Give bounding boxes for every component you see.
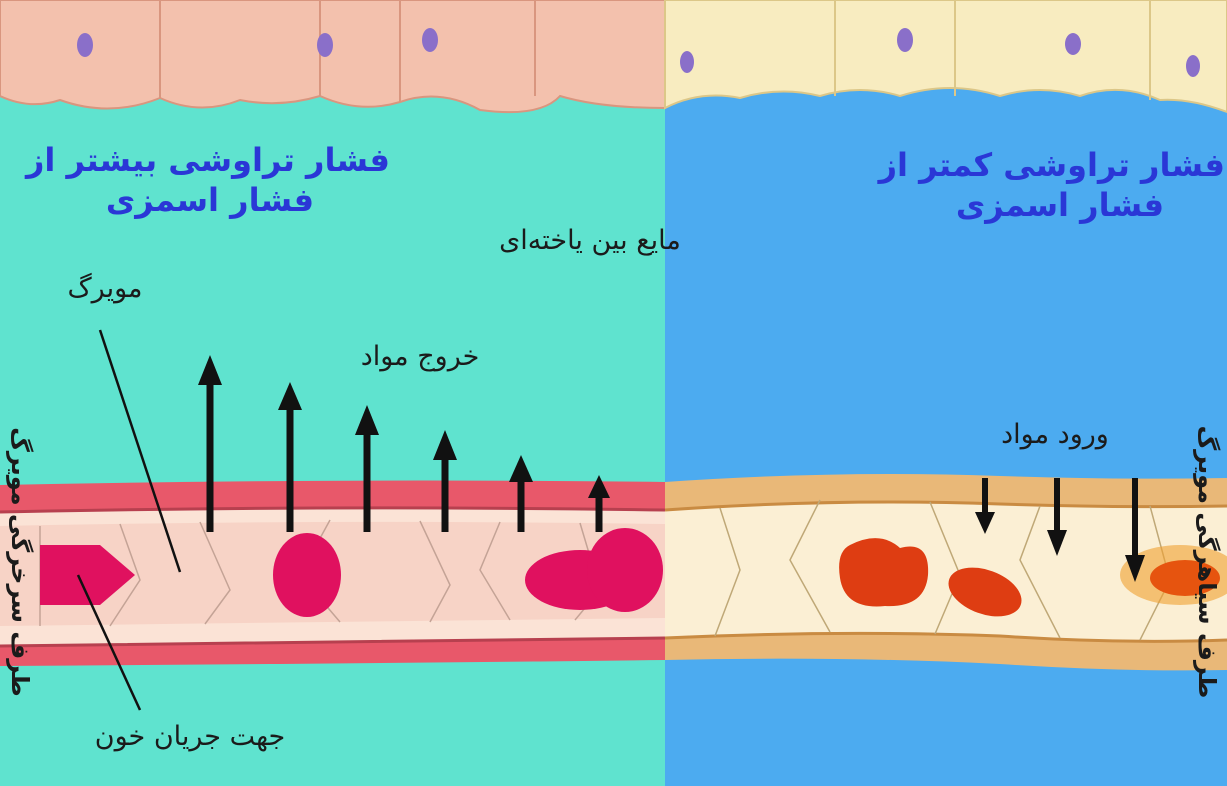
right-heading: فشار تراوشی کمتر از فشار اسمزی — [895, 145, 1225, 225]
left-heading-line1: فشار تراوشی بیشتر از — [30, 140, 390, 180]
outflow-label: خروج مواد — [340, 340, 500, 374]
tissue-cells-left — [0, 0, 665, 112]
blood-flow-direction-label: جهت جریان خون — [60, 720, 320, 754]
left-heading: فشار تراوشی بیشتر از فشار اسمزی — [30, 140, 390, 220]
capillary-right — [665, 474, 1227, 670]
blood-cell — [273, 533, 341, 617]
blood-cell — [839, 538, 928, 606]
left-heading-line2: فشار اسمزی — [30, 180, 390, 220]
inflow-label: ورود مواد — [975, 418, 1135, 452]
venous-side-label: طرف سیاهرگی مویرگ — [1193, 392, 1221, 732]
left-background — [0, 0, 665, 786]
capillary-label: مویرگ — [55, 272, 155, 306]
blood-cell — [587, 528, 663, 612]
arterial-side-label: طرف سرخرگی مویرگ — [6, 392, 34, 732]
right-heading-line2: فشار اسمزی — [895, 185, 1225, 225]
interstitial-fluid-label: مایع بین یاخته‌ای — [470, 224, 710, 258]
right-heading-line1: فشار تراوشی کمتر از — [895, 145, 1225, 185]
